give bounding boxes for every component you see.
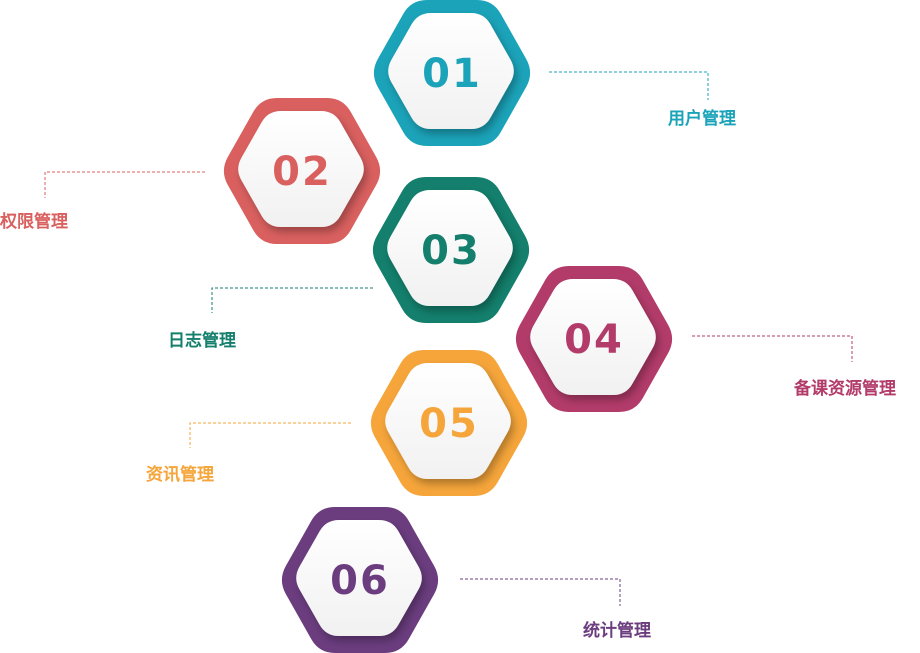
connector-06-line bbox=[460, 578, 621, 606]
hexagon-06: 06 bbox=[281, 507, 439, 653]
connector-05-line bbox=[189, 422, 351, 448]
label-03: 日志管理 bbox=[168, 330, 236, 351]
hexagon-05: 05 bbox=[370, 350, 528, 496]
hexagon-01-face bbox=[388, 13, 514, 129]
label-05: 资讯管理 bbox=[146, 464, 214, 485]
hexagon-03: 03 bbox=[372, 177, 530, 323]
connector-03-line bbox=[211, 287, 373, 313]
hexagon-04: 04 bbox=[515, 266, 673, 412]
hexagon-02-face bbox=[238, 111, 364, 227]
connector-03: 日志管理 bbox=[168, 287, 373, 351]
label-02: 权限管理 bbox=[0, 211, 68, 232]
connector-02-line bbox=[44, 171, 205, 198]
connector-06: 统计管理 bbox=[460, 578, 651, 641]
hexagon-03-face bbox=[387, 190, 513, 306]
hexagon-05-number: 05 bbox=[419, 401, 479, 447]
label-01: 用户管理 bbox=[668, 108, 736, 129]
hexagon-04-number: 04 bbox=[564, 317, 624, 363]
connector-04-line bbox=[692, 335, 853, 362]
label-04: 备课资源管理 bbox=[793, 378, 896, 399]
hexagon-01-number: 01 bbox=[422, 51, 482, 97]
hexagon-06-face bbox=[296, 520, 422, 636]
connector-04: 备课资源管理 bbox=[692, 335, 896, 399]
connector-02: 权限管理 bbox=[0, 171, 205, 232]
hexagon-02-number: 02 bbox=[272, 149, 332, 195]
connector-01-line bbox=[549, 71, 709, 100]
hexagon-01: 01 bbox=[373, 0, 531, 146]
connector-05: 资讯管理 bbox=[146, 422, 351, 485]
hexagon-06-number: 06 bbox=[330, 558, 390, 604]
hexagon-04-face bbox=[530, 279, 656, 395]
hexagon-02: 02 bbox=[223, 98, 381, 244]
hexagon-03-number: 03 bbox=[421, 228, 481, 274]
hexagon-05-face bbox=[385, 363, 511, 479]
label-06: 统计管理 bbox=[583, 620, 651, 641]
connector-01: 用户管理 bbox=[549, 71, 736, 129]
